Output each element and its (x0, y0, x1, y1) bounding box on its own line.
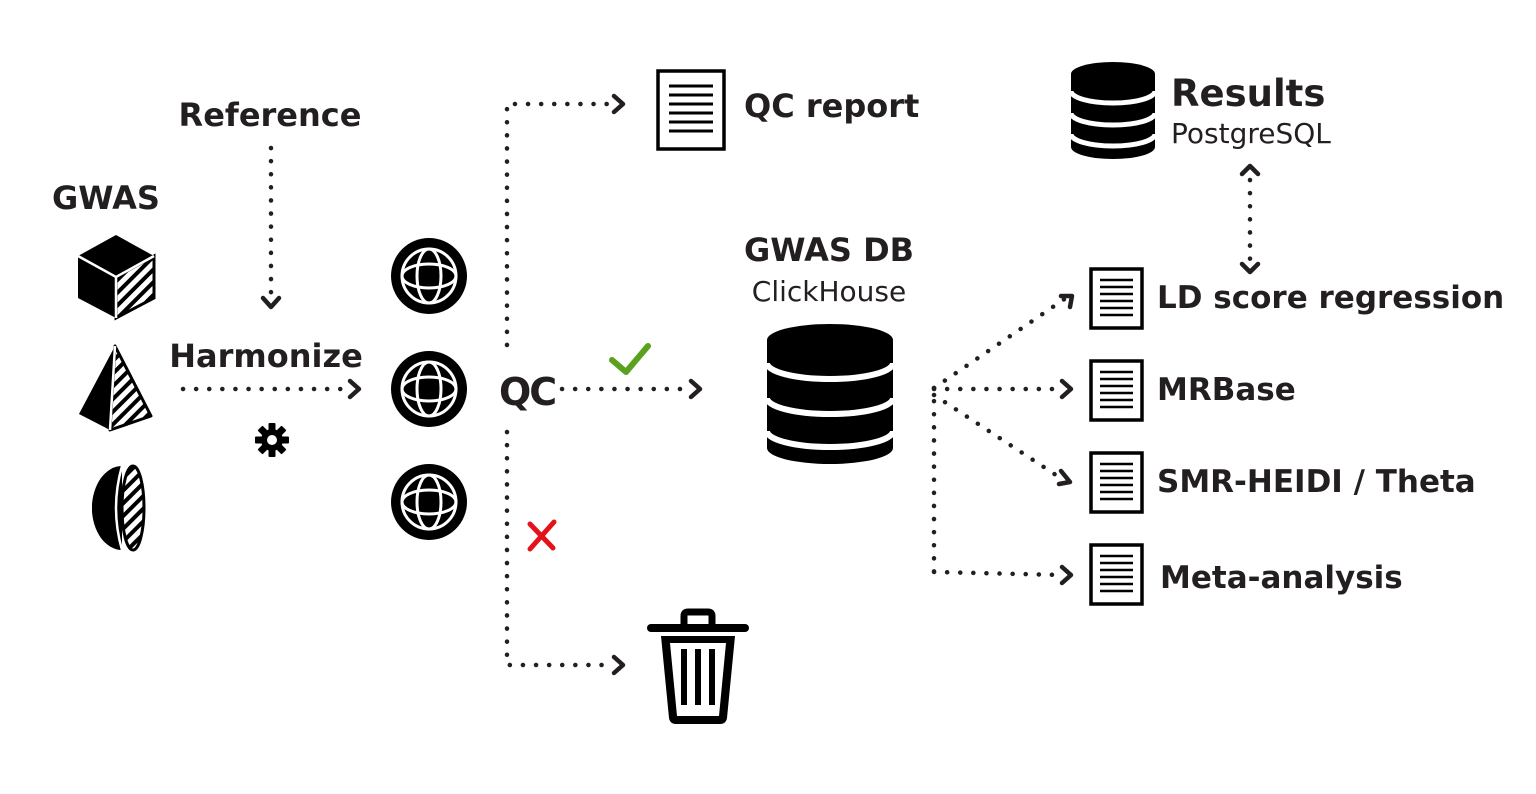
gwas-db-label: GWAS DB (744, 231, 914, 269)
postgresql-label: PostgreSQL (1171, 117, 1331, 150)
mrbase-label: MRBase (1157, 372, 1296, 408)
ld-score-connector (931, 295, 1069, 391)
document-icon (1089, 359, 1144, 422)
database-icon (1068, 62, 1158, 159)
qc-report-label: QC report (744, 87, 919, 125)
reference-label: Reference (179, 96, 362, 134)
database-icon (764, 324, 896, 464)
ld-score-regression-label: LD score regression (1157, 280, 1504, 316)
harmonize-label: Harmonize (169, 337, 363, 375)
document-icon (1089, 543, 1144, 606)
results-arrowhead-up (1239, 163, 1261, 177)
smr-heidi-theta-label: SMR-HEIDI / Theta (1157, 464, 1476, 500)
gear-icon (255, 423, 289, 457)
pyramid-icon (79, 344, 153, 432)
smr-arrowhead (1056, 468, 1073, 487)
gwas-label: GWAS (52, 179, 160, 217)
mrbase-arrowhead (1059, 378, 1074, 400)
globe-icon (391, 464, 467, 540)
half-sphere-icon (91, 464, 146, 552)
qc-report-arrowhead (611, 93, 626, 115)
smr-connector (931, 392, 1065, 482)
qc-report-connector (504, 101, 617, 348)
meta-arrowhead (1059, 564, 1074, 586)
qc-pass-arrowhead (688, 378, 703, 400)
qc-label: QC (499, 370, 555, 414)
cross-icon (527, 519, 557, 552)
cube-icon (77, 235, 156, 321)
document-icon (656, 69, 726, 151)
globe-icon (391, 351, 467, 427)
document-icon (1089, 267, 1144, 330)
reference-arrowhead (260, 295, 282, 310)
clickhouse-label: ClickHouse (752, 275, 906, 308)
meta-analysis-label: Meta-analysis (1160, 560, 1403, 596)
meta-connector (931, 569, 1065, 578)
document-icon (1089, 451, 1144, 514)
results-label: Results (1171, 72, 1325, 115)
trash-icon (647, 608, 749, 724)
results-arrowhead-down (1239, 261, 1261, 275)
globe-icon (391, 238, 467, 314)
qc-fail-arrowhead (611, 654, 626, 676)
ld-score-arrowhead (1058, 293, 1075, 310)
harmonize-arrowhead (347, 378, 362, 400)
check-icon (609, 343, 651, 375)
qc-fail-connector (504, 429, 617, 668)
